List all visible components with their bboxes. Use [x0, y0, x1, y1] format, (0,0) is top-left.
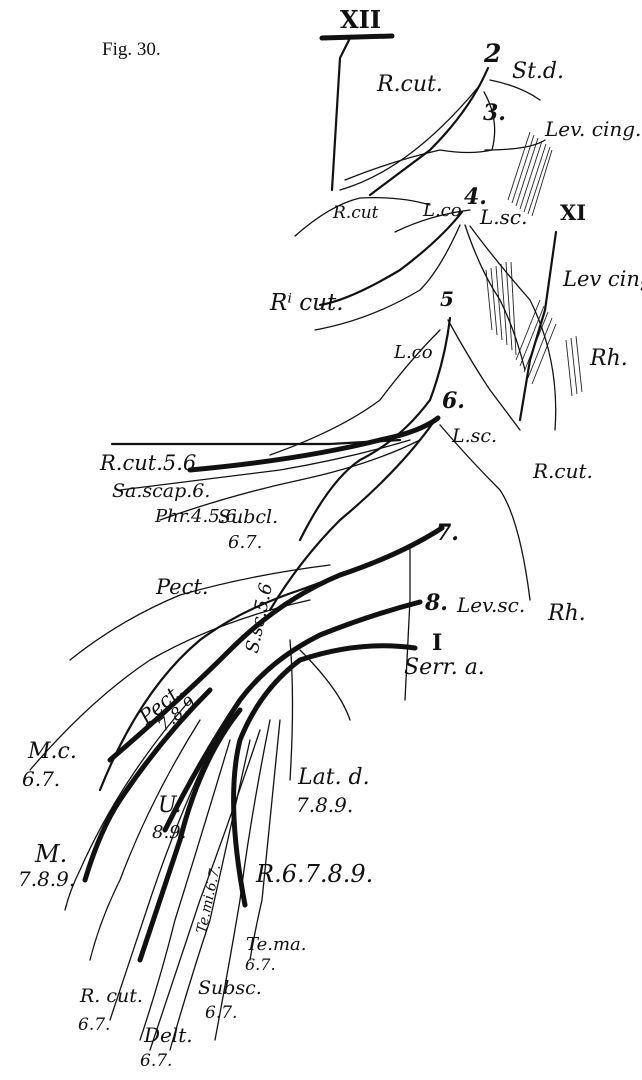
muscle-hatching: [486, 132, 582, 396]
label-m: M.: [34, 840, 67, 868]
label-l-sc-6: L.sc.: [451, 425, 497, 447]
label-l-sc-top: L.sc.: [479, 205, 527, 229]
label-rh-mid: Rh.: [547, 601, 586, 626]
label-mc-num: 6.7.: [22, 767, 60, 791]
label-m-num: 7.8.9.: [18, 867, 75, 891]
nerve-xi: [520, 232, 556, 420]
levator-cingulum-hatching-middle: [486, 262, 516, 355]
label-r-cut-bottom-num: 6.7.: [78, 1015, 110, 1035]
label-delt-num: 6.7.: [140, 1051, 172, 1071]
label-r-cut-2: R.cut: [332, 203, 379, 223]
label-xi: XI: [560, 200, 586, 225]
nerve-c3: [345, 92, 495, 180]
label-xii: XII: [340, 5, 381, 34]
label-te-ma-num: 6.7.: [245, 955, 276, 974]
nerve-c4-to-rcut: [470, 226, 556, 430]
label-7: 7.: [436, 520, 459, 546]
nerve-serr-a: [300, 650, 350, 720]
nerve-xii-descending: [332, 38, 350, 190]
label-3: 3.: [483, 100, 506, 126]
nerve-xii-bar: [322, 36, 392, 38]
label-r-cut-right: R.cut.: [532, 459, 593, 483]
figure-title: Fig. 30.: [102, 39, 161, 60]
label-u: U.: [158, 793, 182, 818]
label-r-cut-bottom: R. cut.: [79, 985, 143, 1007]
label-subsc: Subsc.: [198, 977, 262, 999]
nerve-lat-d: [290, 640, 293, 780]
label-6: 6.: [442, 388, 465, 414]
label-delt: Delt.: [143, 1023, 193, 1047]
nerve-c6-right: [440, 425, 530, 600]
label-2: 2: [483, 39, 501, 68]
labels: XII 2 St.d. R.cut. 3. Lev. cing. R.cut L…: [18, 5, 642, 1071]
label-subcl-num: 6.7.: [228, 532, 262, 553]
label-8: 8.: [424, 590, 448, 616]
label-r-cut-56: R.cut.5.6: [99, 451, 196, 475]
label-subsc-num: 6.7.: [205, 1003, 237, 1023]
label-5: 5: [440, 287, 454, 311]
label-st-d: St.d.: [512, 59, 564, 84]
label-serr-a: Serr. a.: [404, 655, 485, 680]
label-r-cut-top: R.cut.: [376, 72, 443, 97]
label-s-sc: S.sc.5.6: [242, 581, 277, 655]
label-u-num: 8.9.: [152, 822, 186, 843]
label-mc: M.c.: [27, 739, 77, 764]
label-ri-cut: Rⁱ cut.: [269, 290, 344, 316]
label-lev-cing-right: Lev cing.: [562, 267, 642, 291]
label-sa-scap: Sa.scap.6.: [112, 480, 210, 502]
nerve-te-ma: [250, 720, 280, 960]
label-lat-d-num: 7.8.9.: [296, 793, 353, 817]
label-pect-top: Pect.: [155, 575, 209, 599]
label-subcl: Subcl.: [218, 506, 278, 528]
label-lev-cing-top: Lev. cing.: [544, 117, 641, 141]
label-l-co-5: L.co: [393, 342, 433, 363]
label-l-co-4: L.co: [422, 200, 462, 221]
label-lat-d: Lat. d.: [297, 765, 370, 790]
label-i: I: [432, 630, 442, 656]
nerve-r-cut-56: [112, 440, 400, 444]
label-te-mi: Te.mi.6.7.: [194, 863, 224, 935]
label-rh-right: Rh.: [589, 346, 628, 371]
levator-cingulum-hatching-top: [508, 132, 552, 216]
label-lev-sc: Lev.sc.: [456, 593, 525, 617]
label-r-6789: R.6.7.8.9.: [255, 860, 373, 888]
label-te-ma: Te.ma.: [246, 934, 307, 955]
